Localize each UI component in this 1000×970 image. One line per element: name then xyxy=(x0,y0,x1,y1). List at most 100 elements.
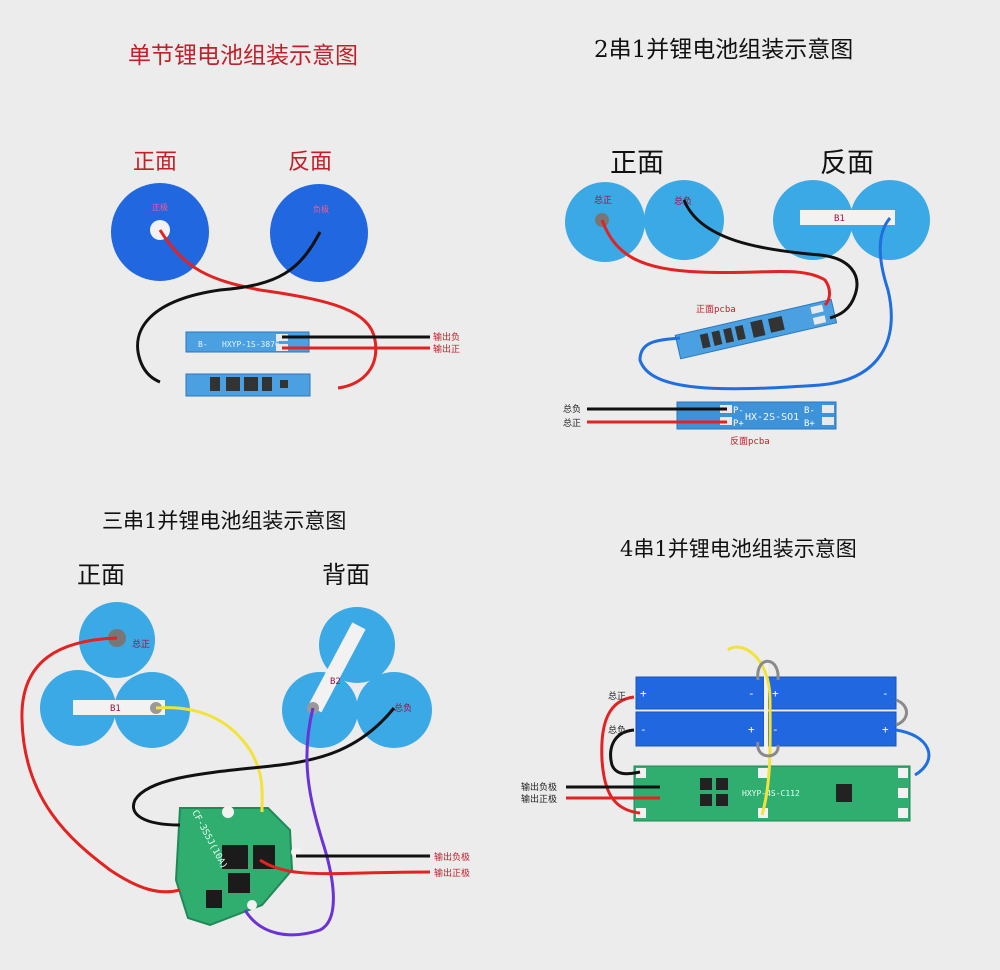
single-cell-neg-label: 负极 xyxy=(313,204,329,214)
single-pcb-chip-1 xyxy=(210,377,220,391)
4s-total-neg-label: 总负 xyxy=(608,724,626,736)
3s-b1-label: B1 xyxy=(110,704,121,714)
title-single-cell: 单节锂电池组装示意图 xyxy=(128,43,358,69)
3s-pcb-pad-top xyxy=(222,806,234,818)
4s-pcb-pad-r2 xyxy=(898,788,908,798)
3s-out-neg-label: 输出负极 xyxy=(434,851,470,863)
4s-cell4-plus: + xyxy=(882,723,889,736)
2s-pcb-back-pad-3 xyxy=(822,405,834,413)
4s-pcb-mosfet-2 xyxy=(716,778,728,790)
2s-pcb-bplus: B+ xyxy=(804,419,815,429)
3s-b2-label: B2 xyxy=(330,677,341,687)
title-2s1p: 2串1并锂电池组装示意图 xyxy=(594,37,854,63)
4s-cell1-minus: - xyxy=(748,687,755,700)
2s-b1-strip xyxy=(800,210,895,225)
3s-b2-strip xyxy=(308,622,366,713)
4s-cell4-minus: - xyxy=(772,723,779,736)
3s-total-pos-label: 总正 xyxy=(132,638,150,650)
3s-b1-strip xyxy=(73,700,165,715)
3s-pcb-mosfet-3 xyxy=(228,873,250,893)
2s-pcb-pplus: P+ xyxy=(733,419,744,429)
2s-front-cell-2 xyxy=(644,180,724,260)
3s-back-label: 背面 xyxy=(322,561,370,589)
single-out-neg-label: 输出负 xyxy=(433,331,460,343)
single-red-wire xyxy=(158,229,378,390)
4s-cell3-plus: + xyxy=(748,723,755,736)
4s-cell2-plus: + xyxy=(772,687,779,700)
4s-pcb-pad-l1 xyxy=(636,768,646,778)
title-3s1p: 三串1并锂电池组装示意图 xyxy=(102,509,347,533)
single-back-label: 反面 xyxy=(288,150,333,175)
2s-blue-wire xyxy=(638,217,893,391)
2s-b1-label: B1 xyxy=(834,214,845,224)
4s-out-neg-label: 输出负极 xyxy=(521,781,557,793)
4s-red-wire xyxy=(600,695,641,815)
2s-pcb-back-pad-4 xyxy=(822,417,834,425)
4s-out-pos-label: 输出正极 xyxy=(521,793,557,805)
3s-pcb-mosfet-1 xyxy=(222,845,248,869)
4s-cell1-plus: + xyxy=(640,687,647,700)
3s-total-neg-label: 总负 xyxy=(394,702,412,714)
4s-pcb-board xyxy=(633,765,911,822)
single-black-wire xyxy=(136,231,322,384)
2s-pcb-front-label: 正面pcba xyxy=(696,304,736,315)
4s-pcb-mosfet-4 xyxy=(716,794,728,806)
2s-pcb-bminus: B- xyxy=(804,406,815,416)
4s-gray-link-right xyxy=(895,698,908,727)
2s-front-label: 正面 xyxy=(610,148,664,179)
4s-pcb-ic xyxy=(836,784,852,802)
2s-back-label: 反面 xyxy=(820,148,874,179)
2s-pcb-pminus: P- xyxy=(733,406,744,416)
4s-gray-link-bottom xyxy=(756,741,780,758)
single-cell-group: 正极 负极 HXYP-1S-3876 B- 输出负 输出正 xyxy=(111,183,460,397)
single-pcb-chip-4 xyxy=(262,377,272,391)
4s-cell-4 xyxy=(767,711,897,747)
4s-yellow-wire xyxy=(727,645,772,816)
3s-red-wire-out xyxy=(259,858,431,876)
single-pcb-text: HXYP-1S-3876 xyxy=(222,340,280,349)
4s-cell2-minus: - xyxy=(882,687,889,700)
3s-red-wire-total-pos xyxy=(20,636,181,894)
3s-yellow-wire xyxy=(155,706,264,813)
2s-out-pos-label: 总正 xyxy=(563,417,581,429)
4s-cell-1 xyxy=(635,676,765,710)
single-pcb-chip-5 xyxy=(280,380,288,388)
4s-pcb-pad-l2 xyxy=(636,808,646,818)
2s-pcb-back xyxy=(676,401,837,430)
2s-out-neg-label: 总负 xyxy=(563,403,581,415)
single-cell-pos-label: 正极 xyxy=(152,202,168,212)
3s-out-pos-label: 输出正极 xyxy=(434,867,470,879)
2s-red-wire xyxy=(600,219,831,307)
4s-black-wire xyxy=(609,728,641,776)
3s-purple-wire xyxy=(243,707,335,937)
2s-total-pos-label: 总正 xyxy=(594,194,612,206)
4s-total-pos-label: 总正 xyxy=(608,690,626,702)
4s-pcb-mosfet-3 xyxy=(700,794,712,806)
single-pcb-chip-3 xyxy=(244,377,258,391)
2s-pcb-front xyxy=(674,298,838,360)
4s-cell-3 xyxy=(635,711,765,747)
4s-pcb-pad-r1 xyxy=(898,768,908,778)
single-out-pos-label: 输出正 xyxy=(433,343,460,355)
title-4s1p: 4串1并锂电池组装示意图 xyxy=(620,537,857,561)
3s-pcb-pad-bottom xyxy=(247,900,257,910)
2s-group: 总正 总负 B1 正面pcba xyxy=(563,180,930,447)
single-pcb-bminus: B- xyxy=(198,340,208,349)
4s-cell3-minus: - xyxy=(640,723,647,736)
4s-pcb-pad-r3 xyxy=(898,808,908,818)
single-pcb-chip-2 xyxy=(226,377,240,391)
4s-gray-link-top xyxy=(756,659,780,681)
2s-black-wire xyxy=(682,199,859,320)
4s-pcb-text: HXYP-4S-C112 xyxy=(742,789,800,798)
3s-black-wire xyxy=(132,707,396,827)
4s-group: + - + - - + - + HXYP-4S-C112 xyxy=(521,645,931,822)
3s-front-label: 正面 xyxy=(77,561,125,589)
3s-group: 总正 B1 B2 总负 CF-3S5J(10A) xyxy=(20,602,470,937)
single-front-label: 正面 xyxy=(133,150,178,175)
4s-blue-wire xyxy=(895,728,931,777)
3s-pcb-ic xyxy=(206,890,222,908)
2s-pcb-back-label: 反面pcba xyxy=(730,436,770,447)
4s-cell-2 xyxy=(767,676,897,710)
